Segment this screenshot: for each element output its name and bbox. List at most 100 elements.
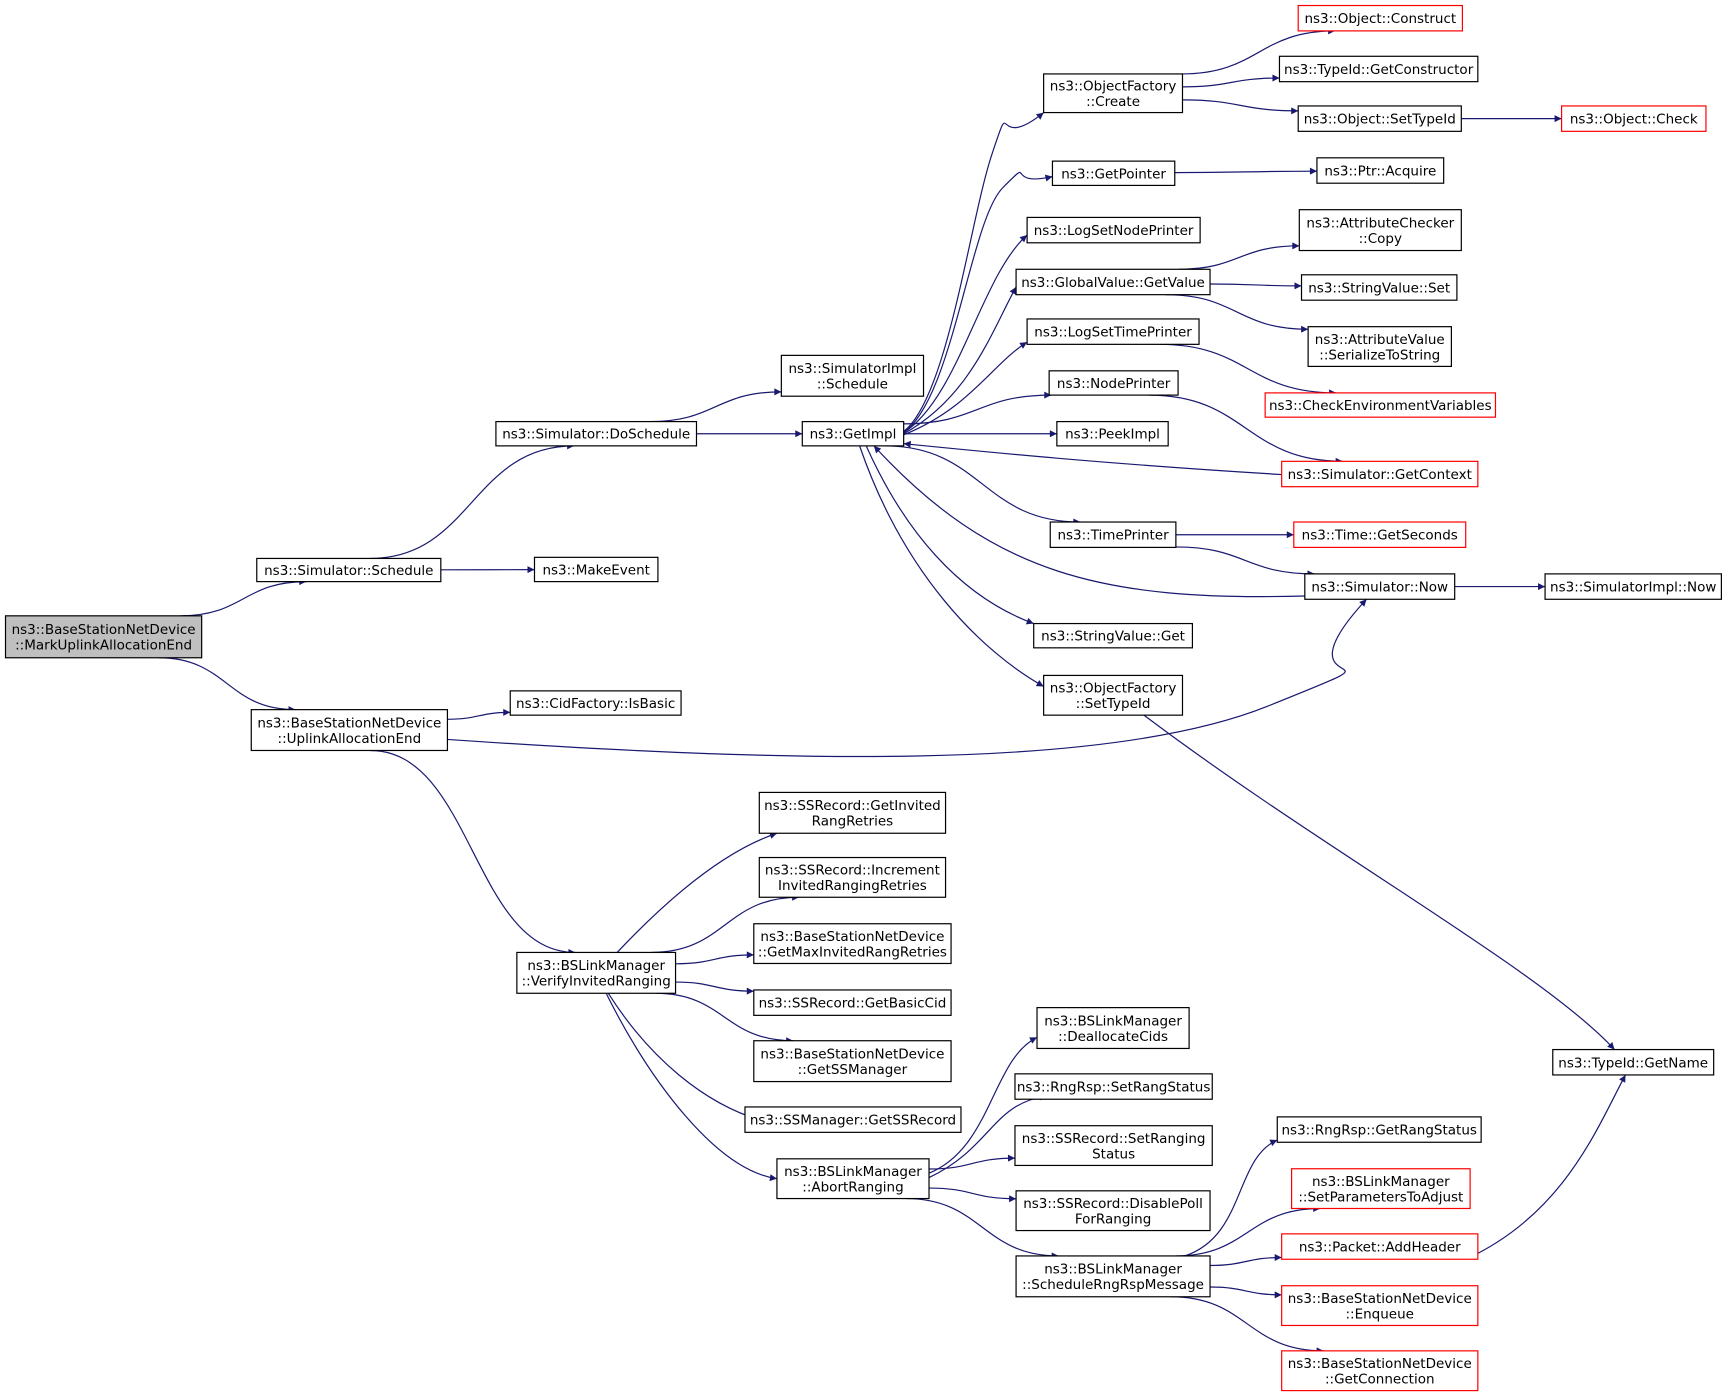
node-label-line: ns3::LogSetTimePrinter — [1034, 325, 1192, 341]
node-of-settypeid[interactable]: ns3::ObjectFactory::SetTypeId — [1043, 674, 1184, 716]
node-logsetnodeprinter[interactable]: ns3::LogSetNodePrinter — [1026, 216, 1201, 244]
node-box — [1300, 274, 1458, 301]
node-bslm-verify[interactable]: ns3::BSLinkManager::VerifyInvitedRanging — [516, 951, 677, 994]
node-box — [1297, 105, 1462, 132]
edge-line — [903, 391, 1052, 425]
node-makeevent[interactable]: ns3::MakeEvent — [533, 556, 659, 583]
node-rngrsp-getstatus[interactable]: ns3::RngRsp::GetRangStatus — [1276, 1116, 1482, 1143]
node-label-line: ns3::AttributeChecker — [1306, 215, 1454, 231]
node-label-line: ::Copy — [1359, 231, 1402, 247]
node-obj-settypeid[interactable]: ns3::Object::SetTypeId — [1297, 105, 1462, 132]
node-getimpl[interactable]: ns3::GetImpl — [801, 420, 905, 447]
node-box — [495, 420, 698, 447]
node-bslm-schedrng[interactable]: ns3::BSLinkManager::ScheduleRngRspMessag… — [1015, 1255, 1211, 1298]
node-ptr-acquire[interactable]: ns3::Ptr::Acquire — [1316, 157, 1445, 184]
edge-bslm_abort-to-bslm_dealloc — [928, 1036, 1038, 1174]
node-sim-schedule[interactable]: ns3::Simulator::Schedule — [256, 557, 442, 583]
node-gv-getvalue[interactable]: ns3::GlobalValue::GetValue — [1015, 268, 1211, 296]
node-packet-addheader[interactable]: ns3::Packet::AddHeader — [1281, 1233, 1479, 1260]
node-bsnd-getmax[interactable]: ns3::BaseStationNetDevice::GetMaxInvited… — [753, 923, 952, 965]
node-label-line: ns3::GlobalValue::GetValue — [1021, 275, 1205, 291]
node-logsettimeprinter[interactable]: ns3::LogSetTimePrinter — [1026, 318, 1200, 345]
node-bslm-abort[interactable]: ns3::BSLinkManager::AbortRanging — [776, 1158, 930, 1200]
edge-line — [158, 657, 296, 714]
node-ssm-getssrecord[interactable]: ns3::SSManager::GetSSRecord — [744, 1106, 962, 1133]
edge-line — [1165, 294, 1309, 333]
node-obj-check[interactable]: ns3::Object::Check — [1560, 105, 1707, 132]
node-label-line: ns3::BaseStationNetDevice — [760, 1046, 944, 1062]
node-label-line: ns3::RngRsp::SetRangStatus — [1017, 1080, 1211, 1096]
node-box — [753, 989, 952, 1016]
node-attrvalue-ser[interactable]: ns3::AttributeValue::SerializeToString — [1307, 326, 1452, 368]
node-nodeprinter[interactable]: ns3::NodePrinter — [1048, 370, 1179, 396]
node-peekimpl[interactable]: ns3::PeekImpl — [1056, 420, 1169, 447]
node-label-line: ::DeallocateCids — [1058, 1029, 1168, 1045]
edge-bslm_abort-to-ss_disablepoll — [929, 1187, 1017, 1203]
node-label-line: ns3::BSLinkManager — [1312, 1174, 1450, 1190]
edge-getimpl-to-of_create — [903, 112, 1045, 432]
node-stringvalue-get[interactable]: ns3::StringValue::Get — [1033, 622, 1194, 649]
edge-line — [903, 171, 1053, 434]
edge-line — [903, 341, 1028, 436]
node-typeid-getname[interactable]: ns3::TypeId::GetName — [1552, 1048, 1715, 1076]
node-box — [1281, 460, 1479, 488]
node-of-create[interactable]: ns3::ObjectFactory::Create — [1043, 73, 1184, 114]
node-bsnd-enqueue[interactable]: ns3::BaseStationNetDevice::Enqueue — [1281, 1285, 1479, 1327]
edge-line — [369, 442, 575, 560]
edge-line — [180, 578, 307, 617]
node-box — [1293, 521, 1467, 549]
node-label-line: ::MarkUplinkAllocationEnd — [15, 638, 192, 654]
node-checkenv[interactable]: ns3::CheckEnvironmentVariables — [1264, 392, 1497, 418]
node-label-line: ns3::AttributeValue — [1315, 332, 1445, 348]
node-ss-getbasiccid[interactable]: ns3::SSRecord::GetBasicCid — [753, 989, 952, 1016]
node-uplinkend[interactable]: ns3::BaseStationNetDevice::UplinkAllocat… — [250, 709, 449, 752]
node-label-line: ::Create — [1086, 94, 1140, 110]
node-box — [1560, 105, 1707, 132]
node-box — [1276, 1116, 1482, 1143]
edge-line — [1170, 1296, 1324, 1355]
node-typeid-getctor[interactable]: ns3::TypeId::GetConstructor — [1278, 55, 1479, 83]
edge-sim_now-to-getimpl — [873, 445, 1305, 598]
node-sim-doschedule[interactable]: ns3::Simulator::DoSchedule — [495, 420, 698, 447]
node-obj-construct[interactable]: ns3::Object::Construct — [1297, 4, 1464, 32]
node-simimpl-schedule[interactable]: ns3::SimulatorImpl::Schedule — [780, 354, 925, 397]
node-bsnd-getssmanager[interactable]: ns3::BaseStationNetDevice::GetSSManager — [753, 1040, 952, 1083]
edge-line — [655, 992, 794, 1045]
node-ss-increment[interactable]: ns3::SSRecord::IncrementInvitedRangingRe… — [758, 856, 947, 898]
node-box — [1026, 216, 1201, 244]
node-label-line: ns3::BSLinkManager — [1044, 1013, 1182, 1029]
node-box — [1264, 392, 1497, 418]
node-label-line: ns3::BaseStationNetDevice — [1288, 1291, 1472, 1307]
node-label-line: Status — [1092, 1146, 1135, 1162]
edge-line — [607, 992, 761, 1122]
node-attrchecker-copy[interactable]: ns3::AttributeChecker::Copy — [1298, 209, 1462, 252]
node-sim-getcontext[interactable]: ns3::Simulator::GetContext — [1281, 460, 1479, 488]
edge-bslm_verify-to-bslm_abort — [605, 993, 778, 1182]
edge-line — [929, 1154, 1015, 1170]
node-getpointer[interactable]: ns3::GetPointer — [1051, 160, 1176, 187]
node-stringvalue-set[interactable]: ns3::StringValue::Set — [1300, 274, 1458, 301]
node-box — [1281, 1285, 1479, 1327]
edge-bslm_verify-to-ss_increment — [651, 893, 800, 954]
node-cid-isbasic[interactable]: ns3::CidFactory::IsBasic — [509, 690, 682, 716]
node-sim-now[interactable]: ns3::Simulator::Now — [1304, 573, 1456, 600]
edge-line — [1181, 27, 1336, 75]
node-simimpl-now[interactable]: ns3::SimulatorImpl::Now — [1544, 573, 1722, 600]
edge-bslm_verify-to-ssm_getssrecord — [607, 992, 761, 1122]
node-label-line: ns3::SSRecord::SetRanging — [1022, 1131, 1206, 1147]
node-timeprinter[interactable]: ns3::TimePrinter — [1049, 521, 1177, 549]
node-time-getseconds[interactable]: ns3::Time::GetSeconds — [1293, 521, 1467, 549]
edge-line — [903, 440, 1282, 476]
edge-line — [1184, 1139, 1278, 1257]
node-root[interactable]: ns3::BaseStationNetDevice::MarkUplinkAll… — [4, 615, 203, 659]
node-label-line: ns3::NodePrinter — [1057, 376, 1171, 392]
node-rngrsp-setstatus[interactable]: ns3::RngRsp::SetRangStatus — [1014, 1073, 1213, 1100]
node-bslm-dealloc[interactable]: ns3::BSLinkManager::DeallocateCids — [1036, 1007, 1190, 1050]
edge-logsettimeprinter-to-checkenv — [1159, 343, 1337, 397]
node-bslm-setparams[interactable]: ns3::BSLinkManager::SetParametersToAdjus… — [1290, 1168, 1471, 1210]
node-bsnd-getconn[interactable]: ns3::BaseStationNetDevice::GetConnection — [1281, 1350, 1479, 1392]
node-label-line: ns3::BSLinkManager — [784, 1164, 922, 1180]
